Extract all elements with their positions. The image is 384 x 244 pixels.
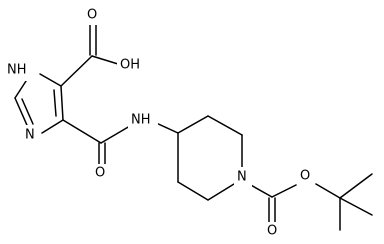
- n-piperidine-mask: [234, 167, 252, 187]
- atom-label-n-piperidine: N: [237, 170, 247, 185]
- bond-c4-c5-double: [53, 89, 57, 117]
- o-acid-carbonyl-mask: [84, 6, 102, 25]
- bond-pip-c3-c2: [207, 115, 243, 136]
- bond-c5-nh: [39, 73, 62, 87]
- bond-c4-amide-c: [62, 119, 102, 144]
- bond-c2-n3-double: [21, 98, 34, 125]
- o-boc-carbonyl-mask: [264, 222, 282, 241]
- bond-pip-n-c6: [207, 183, 235, 201]
- bond-pip-c6-c5: [177, 181, 209, 201]
- nh-amide-mask: [128, 110, 158, 130]
- o-boc-ester-mask: [297, 167, 315, 186]
- o-amide-mask: [92, 164, 110, 183]
- bond-nh-c2: [14, 77, 29, 99]
- n-imidazole-mask: [22, 125, 40, 145]
- bond-boc-c-ester-o: [271, 184, 297, 198]
- atom-label-nh-amide: NH: [131, 113, 151, 128]
- bond-tbu-methyl-right: [339, 197, 373, 216]
- bond-c4-c5: [60, 85, 64, 121]
- bond-amide-c-nh: [100, 125, 131, 144]
- atom-labels: NH N O OH O NH N O O: [2, 6, 315, 241]
- atom-label-o-amide: O: [95, 166, 105, 181]
- bond-n3-c4: [41, 119, 64, 134]
- atom-label-n-imidazole: N: [25, 128, 35, 143]
- oh-acid-mask: [117, 55, 148, 75]
- bond-pip-c4-c3: [177, 115, 209, 134]
- nh-imidazole-mask: [2, 59, 39, 81]
- bond-acid-c-oh: [91, 55, 119, 65]
- atom-label-nh-imidazole: NH: [7, 63, 27, 78]
- atom-label-o-boc-ester: O: [300, 169, 310, 184]
- bond-ester-o-tbu-c: [315, 183, 341, 199]
- bond-n-boc-c: [248, 183, 273, 198]
- atom-label-o-boc-carbonyl: O: [267, 224, 277, 239]
- bond-lines: [14, 23, 373, 231]
- atom-label-o-acid-carbonyl: O: [87, 8, 97, 23]
- bond-c5-acid-c: [60, 55, 93, 87]
- bond-tbu-methyl-up: [339, 173, 373, 199]
- atom-label-oh-acid: OH: [120, 58, 140, 73]
